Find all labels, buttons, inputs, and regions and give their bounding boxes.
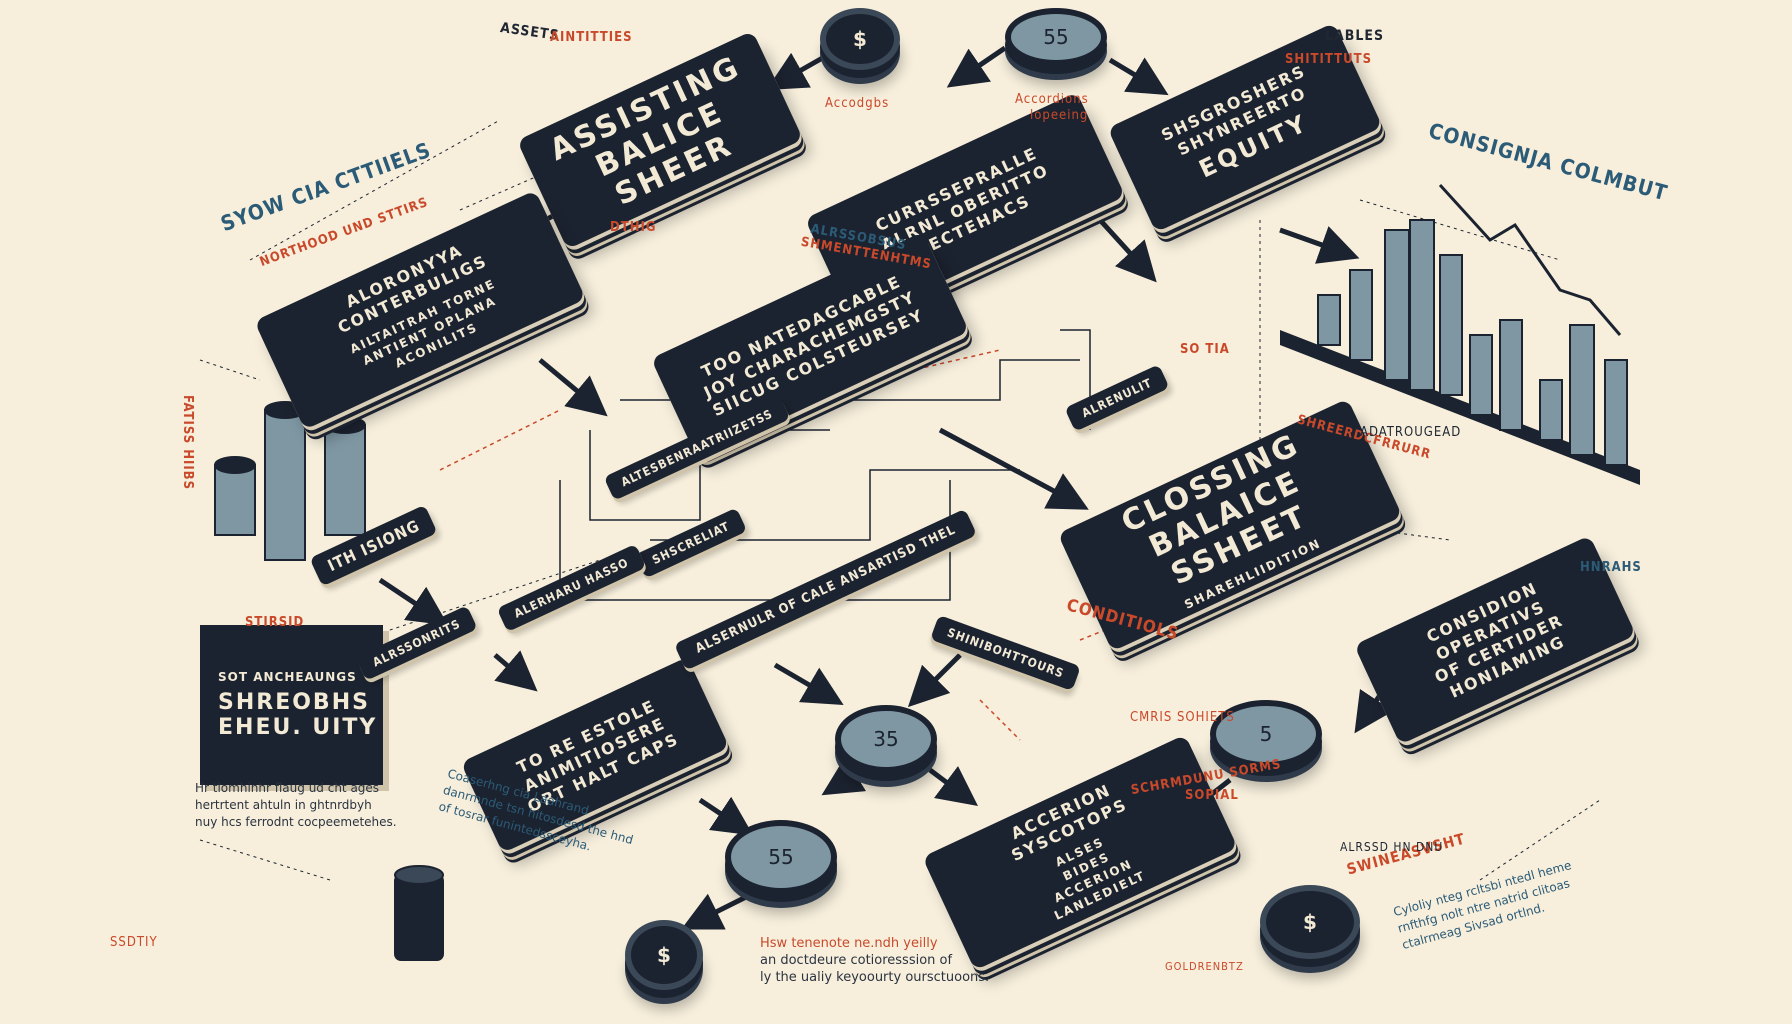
panel-line: SHREOBHS	[218, 690, 370, 715]
coin-35: 35	[835, 705, 937, 773]
label-accodgbs: Accodgbs	[825, 96, 890, 111]
note-line: nuy hcs ferrodnt cocpeemetehes.	[195, 815, 397, 829]
dollar-coin-icon: $	[820, 8, 900, 70]
label-hnrahs: HNRAHS	[1580, 560, 1642, 575]
dollar-coin-icon: $	[1260, 885, 1360, 959]
label-stirsid: STIRSID	[245, 615, 305, 630]
label-labels: LABLES	[1325, 28, 1385, 44]
label-lopening: lopeeing	[1030, 108, 1089, 123]
label-goldrenbtz: GOLDRENBTZ	[1165, 960, 1244, 973]
label-sopial: SOPIAL	[1185, 788, 1239, 803]
note-bottom-center: Hsw tenenote ne.ndh yeilly an doctdeure …	[760, 935, 989, 986]
note-line: hertrtent ahtuln in ghtnrdbyh	[195, 798, 372, 812]
bar-chart-graphic	[1280, 183, 1640, 485]
label-cmris: CMRIS SOHIETS	[1130, 710, 1235, 725]
label-adatroug: ADATROUGEAD	[1360, 425, 1462, 440]
dollar-coin-icon: $	[625, 920, 703, 990]
label-aintitties: AINTITTIES	[550, 30, 633, 45]
note-line: an doctdeure cotioresssion of	[760, 953, 953, 968]
label-shitittuts: SHITITTUTS	[1285, 52, 1373, 67]
note-line: ly the ualiy keyoourty oursctuoons.	[760, 970, 990, 985]
panel-line: EHEU. UITY	[218, 715, 378, 740]
label-sodta: SO TIA	[1180, 342, 1230, 357]
panel-line: SOT ANCHEAUNGS	[218, 670, 357, 684]
cylinder-graphic	[214, 401, 444, 961]
coin-5: 5	[1210, 700, 1322, 768]
coin-55-bottom: 55	[725, 820, 837, 894]
label-sodtiby: SSDTIY	[110, 935, 158, 950]
coin-55-top: 55	[1005, 8, 1107, 66]
label-accordions: Accordions	[1015, 92, 1089, 107]
label-fatiss: FATISS HIIBS	[180, 395, 195, 491]
note-line: Hsw tenenote ne.ndh yeilly	[760, 936, 938, 951]
label-aldes: ALRSSD HN DNU	[1340, 840, 1444, 854]
note-line: Hr tlomhinhr flaug ud cht ages	[195, 781, 380, 795]
label-dthig: DTHIG	[610, 220, 657, 235]
note-left-block: Hr tlomhinhr flaug ud cht ages hertrtent…	[195, 780, 397, 831]
panel-shareholders-equity: SOT ANCHEAUNGS SHREOBHS EHEU. UITY	[200, 625, 383, 785]
